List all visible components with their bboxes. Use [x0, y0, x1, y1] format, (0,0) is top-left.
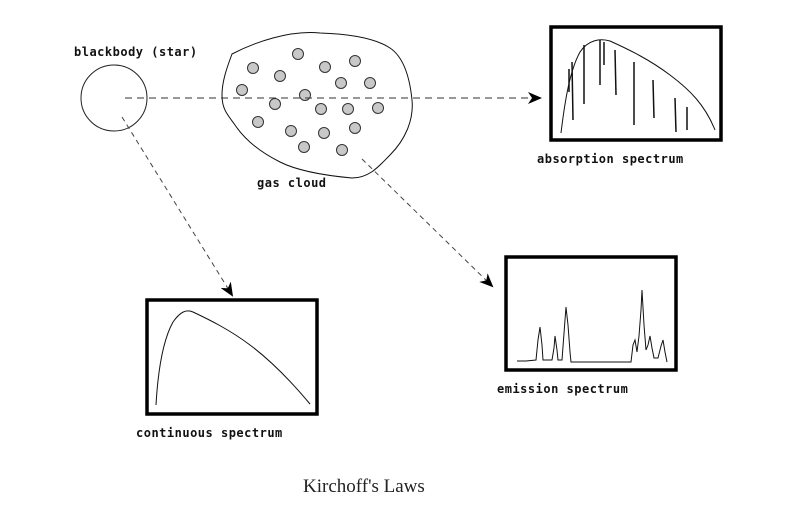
gas-particle: [342, 103, 354, 115]
absorption-curve: [560, 39, 716, 134]
gas-particle: [364, 77, 376, 89]
gas-particle: [292, 48, 304, 60]
gas-particles: [236, 48, 384, 156]
gas-particle: [349, 122, 361, 134]
blackbody-star: [80, 64, 148, 132]
gas-particle: [336, 144, 348, 156]
gas-particle: [252, 116, 264, 128]
gas-particle: [299, 89, 311, 101]
continuous-spectrum-box: [145, 298, 319, 416]
emission-curve: [517, 289, 668, 363]
gas-particle: [236, 84, 248, 96]
gas-particle: [298, 141, 310, 153]
absorption-spectrum-label: absorption spectrum: [537, 152, 684, 166]
arrow-to-emission: [361, 158, 494, 288]
gas-particle: [269, 98, 281, 110]
emission-spectrum-label: emission spectrum: [497, 382, 628, 396]
gas-particle: [349, 55, 361, 67]
gas-particle: [319, 61, 331, 73]
gas-particle: [285, 125, 297, 137]
diagram-title: Kirchoff's Laws: [303, 476, 425, 497]
blackbody-label: blackbody (star): [74, 45, 198, 59]
arrow-to-continuous: [121, 116, 234, 297]
gas-cloud-outline: [221, 32, 413, 179]
emission-spectrum-box: [504, 255, 678, 372]
absorption-spectrum-box: [549, 25, 723, 142]
continuous-spectrum-label: continuous spectrum: [136, 426, 283, 440]
absorption-lines: [568, 40, 688, 133]
gas-particle: [274, 70, 286, 82]
gas-particle: [315, 103, 327, 115]
gas-particle: [335, 77, 347, 89]
gas-particle: [318, 127, 330, 139]
continuous-curve: [155, 310, 311, 406]
gas-cloud-label: gas cloud: [257, 176, 327, 190]
gas-particle: [372, 102, 384, 114]
gas-particle: [247, 62, 259, 74]
